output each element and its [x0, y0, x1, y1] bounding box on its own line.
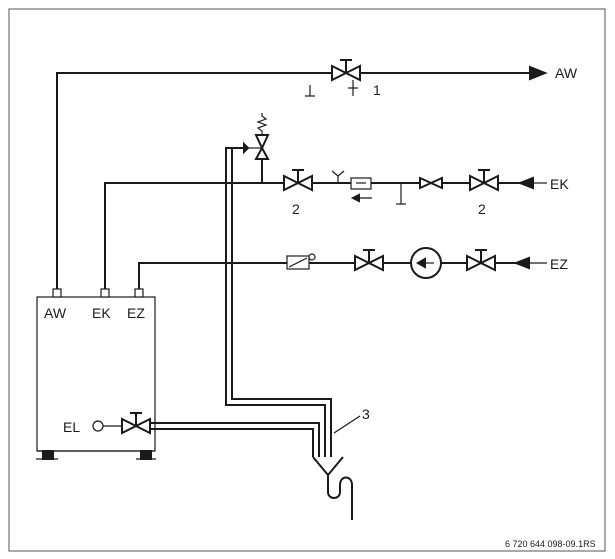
aw-line [56, 59, 548, 289]
el-drain-line [92, 412, 320, 457]
pressure-reducing-valve-icon [419, 176, 443, 190]
shutoff-valve-1-icon [331, 59, 361, 96]
aw-outlet-arrow-icon [529, 65, 548, 81]
unit-label-ez: EZ [127, 305, 145, 321]
aw-outlet-label: AW [555, 65, 578, 81]
drain-trap-icon [312, 456, 353, 520]
circulation-pump-icon [410, 247, 442, 279]
boiler-unit [36, 288, 156, 460]
item-2-left-label: 2 [292, 201, 300, 217]
test-point-icon [331, 170, 345, 183]
ek-inlet-arrow-icon [517, 176, 534, 190]
shutoff-valve-2-right-icon [469, 169, 499, 192]
el-label: EL [63, 419, 80, 435]
ek-inlet-label: EK [550, 176, 569, 192]
document-code: 6 720 644 098-09.1RS [505, 539, 596, 549]
el-drain-valve-icon [121, 412, 151, 435]
ez-connection [134, 288, 144, 298]
unit-label-aw: AW [44, 305, 67, 321]
ez-shutoff-valve-left-icon [354, 249, 384, 272]
ek-connection [100, 288, 110, 298]
circulation-timer-icon [286, 253, 316, 270]
diagram-frame [8, 8, 606, 552]
ek-line [104, 159, 547, 289]
ez-inlet-arrow-icon [513, 256, 530, 270]
ez-shutoff-valve-right-icon [466, 249, 496, 272]
aw-connection [52, 288, 62, 298]
ez-line [138, 247, 547, 289]
ez-inlet-label: EZ [550, 256, 568, 272]
item-2-right-label: 2 [478, 201, 486, 217]
backflow-preventer-icon [350, 177, 372, 203]
item-3-leader [333, 415, 361, 434]
item-1-label: 1 [373, 82, 381, 98]
safety-relief-valve-icon [243, 113, 270, 160]
blow-off-line [225, 147, 332, 457]
shutoff-valve-2-left-icon [283, 169, 313, 192]
unit-label-ek: EK [92, 305, 111, 321]
item-3-label: 3 [362, 406, 370, 422]
